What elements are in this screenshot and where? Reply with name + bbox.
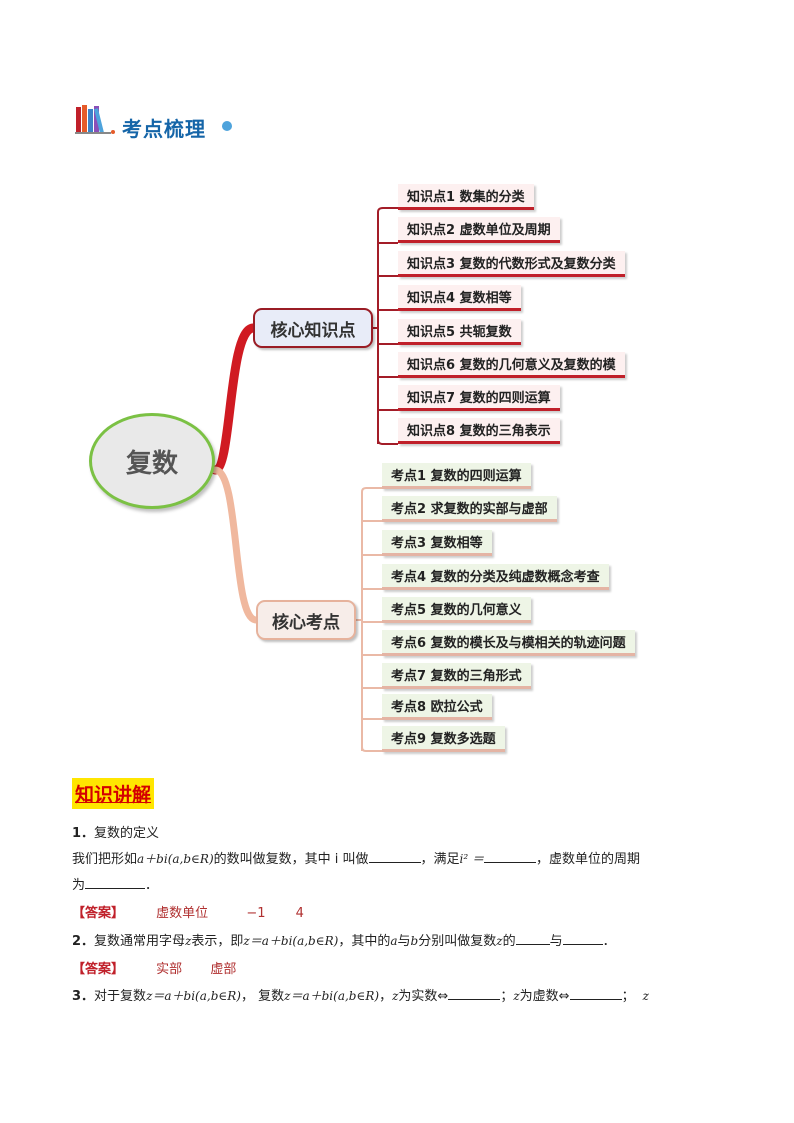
- q1-text: 的数叫做复数，其中 i 叫做: [213, 852, 369, 867]
- answer-tag: 【答案】: [72, 962, 125, 977]
- answer-tag: 【答案】: [72, 906, 125, 921]
- answer-blank: [515, 932, 550, 945]
- q2-number: 2．: [72, 934, 95, 949]
- q3-text: 为虚数⇔: [519, 989, 570, 1004]
- knowledge-item: 知识点7 复数的四则运算: [398, 385, 560, 411]
- exam-item: 考点5 复数的几何意义: [382, 597, 531, 623]
- q1-heading-line: 1．复数的定义: [72, 822, 159, 841]
- hub-core-exam: 核心考点: [256, 600, 356, 640]
- exam-item: 考点7 复数的三角形式: [382, 663, 531, 689]
- q1-text: ，虚数单位的周期: [536, 852, 641, 867]
- q2-var: z: [496, 934, 503, 948]
- q3-expression: z＝a＋bi(a,b∈R): [146, 989, 241, 1003]
- knowledge-item: 知识点5 共轭复数: [398, 319, 521, 345]
- page-title: 考点梳理: [122, 117, 206, 141]
- q1-heading: 复数的定义: [94, 826, 160, 841]
- q2-text: 表示，即: [191, 934, 244, 949]
- q1-text: ，满足: [420, 852, 460, 867]
- answer-2: 【答案】 实部 虚部: [72, 958, 236, 977]
- knowledge-item: 知识点1 数集的分类: [398, 184, 534, 210]
- exam-item: 考点1 复数的四则运算: [382, 463, 531, 489]
- exam-item: 考点3 复数相等: [382, 530, 492, 556]
- answer-blank: [368, 850, 421, 863]
- q1-line-2: 为．: [72, 874, 158, 893]
- q1-expression: a＋bi(a,b∈R): [137, 852, 214, 866]
- q2-text: ，其中的: [338, 934, 391, 949]
- answer-1: 【答案】 虚数单位 −1 4: [72, 902, 304, 921]
- q3-text: ；: [621, 989, 635, 1004]
- answer-blank: [484, 850, 536, 863]
- q2-text: 的: [502, 934, 516, 949]
- q3-text: 对于复数: [94, 989, 147, 1004]
- exam-item: 考点6 复数的模长及与模相关的轨迹问题: [382, 630, 635, 656]
- q1-number: 1．: [72, 826, 95, 841]
- q2-var: b: [410, 934, 419, 948]
- answer-blank: [569, 987, 622, 1000]
- q3-line: 3．对于复数z＝a＋bi(a,b∈R)， 复数z＝a＋bi(a,b∈R)，z为实…: [72, 985, 649, 1004]
- q3-var: z: [642, 989, 649, 1003]
- q3-number: 3．: [72, 989, 95, 1004]
- q3-text: ；: [500, 989, 514, 1004]
- q2-text: 分别叫做复数: [418, 934, 497, 949]
- q1-text: ．: [145, 878, 159, 893]
- knowledge-item: 知识点3 复数的代数形式及复数分类: [398, 251, 625, 277]
- q3-var: z: [392, 989, 399, 1003]
- q1-i-squared: i² ＝: [459, 852, 484, 866]
- q3-text: ，: [379, 989, 393, 1004]
- answer-value: 4: [295, 906, 304, 921]
- answer-blank: [562, 932, 603, 945]
- q2-text: ．: [602, 934, 616, 949]
- section-title: 知识讲解: [72, 778, 155, 809]
- q3-text: ， 复数: [241, 989, 285, 1004]
- q2-text: 与: [397, 934, 411, 949]
- exam-item: 考点9 复数多选题: [382, 726, 505, 752]
- exam-item: 考点8 欧拉公式: [382, 694, 492, 720]
- title-dot-icon: [222, 121, 232, 131]
- q1-text: 我们把形如: [72, 852, 138, 867]
- q2-expression: z＝a＋bi(a,b∈R): [243, 934, 339, 948]
- mindmap-root: 复数: [89, 413, 215, 509]
- answer-value: 虚部: [210, 962, 237, 977]
- answer-blank: [448, 987, 501, 1000]
- exam-item: 考点2 求复数的实部与虚部: [382, 496, 557, 522]
- knowledge-item: 知识点8 复数的三角表示: [398, 418, 560, 444]
- exam-item: 考点4 复数的分类及纯虚数概念考查: [382, 564, 609, 590]
- books-icon: [75, 105, 115, 134]
- q2-line: 2．复数通常用字母z表示，即z＝a＋bi(a,b∈R)，其中的a与b分别叫做复数…: [72, 930, 616, 949]
- q3-expression: z＝a＋bi(a,b∈R): [284, 989, 380, 1003]
- q2-var: z: [185, 934, 192, 948]
- q3-var: z: [513, 989, 520, 1003]
- knowledge-item: 知识点2 虚数单位及周期: [398, 217, 560, 243]
- answer-value: 虚数单位: [156, 906, 209, 921]
- knowledge-item: 知识点6 复数的几何意义及复数的模: [398, 352, 625, 378]
- mindmap-connectors: [210, 207, 398, 752]
- q2-text: 复数通常用字母: [94, 934, 186, 949]
- q3-text: 为实数⇔: [398, 989, 449, 1004]
- q2-var: a: [390, 934, 398, 948]
- answer-value: 实部: [156, 962, 183, 977]
- hub-core-knowledge: 核心知识点: [253, 308, 373, 348]
- q1-text: 为: [72, 878, 86, 893]
- q1-line: 我们把形如a＋bi(a,b∈R)的数叫做复数，其中 i 叫做 ，满足i² ＝ ，虚数…: [72, 848, 640, 867]
- answer-blank: [85, 876, 146, 889]
- knowledge-item: 知识点4 复数相等: [398, 285, 521, 311]
- q2-text: 与: [549, 934, 563, 949]
- answer-value: −1: [246, 906, 266, 921]
